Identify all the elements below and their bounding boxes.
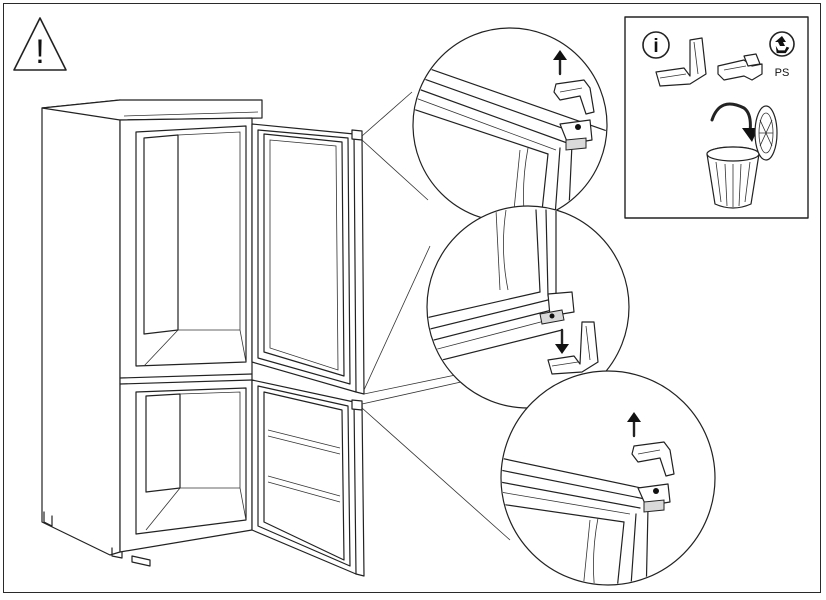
upper-door [251,123,365,395]
detail-circle-middle-hinge [426,205,630,409]
warning-symbol: ! [35,33,44,71]
detail-circle-bottom-hinge [500,370,716,586]
info-icon: i [642,31,670,59]
hinge-cover-part-right [717,53,763,81]
material-label: PS [775,67,790,79]
lower-door [251,379,365,577]
recycling-icon [769,31,795,57]
info-symbol: i [653,36,658,57]
hinge-cover-part-left [655,37,707,87]
detail-circle-top-hinge [412,27,608,223]
disposal-info-panel: i PS [624,16,809,219]
trash-bin-icon [706,105,778,209]
refrigerator [41,99,263,567]
illustration-frame [3,3,821,593]
warning-icon: ! [13,17,67,71]
